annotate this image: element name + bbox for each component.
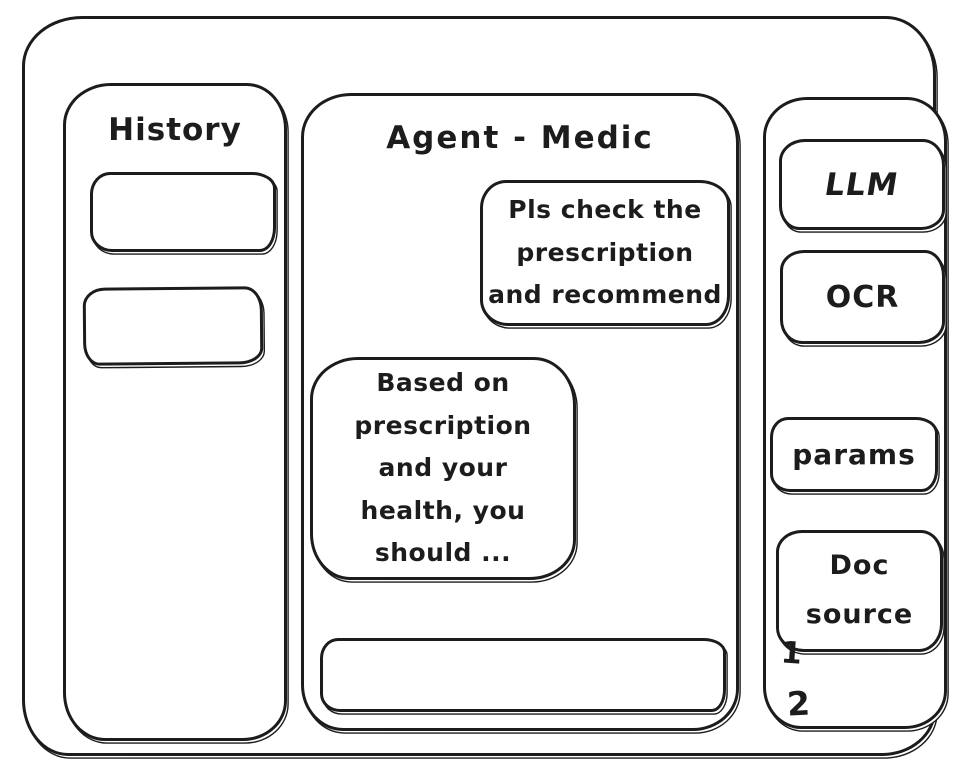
assistant-message-bubble: Based on prescription and your health, y… <box>310 357 576 580</box>
tool-button-llm-label: LLM <box>822 166 902 203</box>
tool-button-ocr[interactable]: OCR <box>780 250 945 344</box>
tool-button-llm[interactable]: LLM <box>779 139 945 230</box>
tools-panel: LLM OCR params Doc source 1 2 <box>763 97 947 729</box>
user-message-bubble: Pls check the prescription and recommend <box>480 180 730 326</box>
history-panel-title: History <box>108 112 242 148</box>
chat-panel: Agent - Medic Pls check the prescription… <box>301 93 739 731</box>
annotation-1: 1 <box>779 635 804 672</box>
history-panel: History <box>63 83 287 741</box>
annotation-2: 2 <box>785 683 811 724</box>
tool-button-doc-source[interactable]: Doc source <box>776 530 943 652</box>
app-window-frame: History Agent - Medic Pls check the pres… <box>22 16 947 756</box>
tool-button-params[interactable]: params <box>770 417 938 492</box>
history-item[interactable] <box>82 286 264 366</box>
message-input[interactable] <box>320 638 726 712</box>
history-item[interactable] <box>90 172 276 252</box>
chat-panel-title: Agent - Medic <box>386 120 654 156</box>
